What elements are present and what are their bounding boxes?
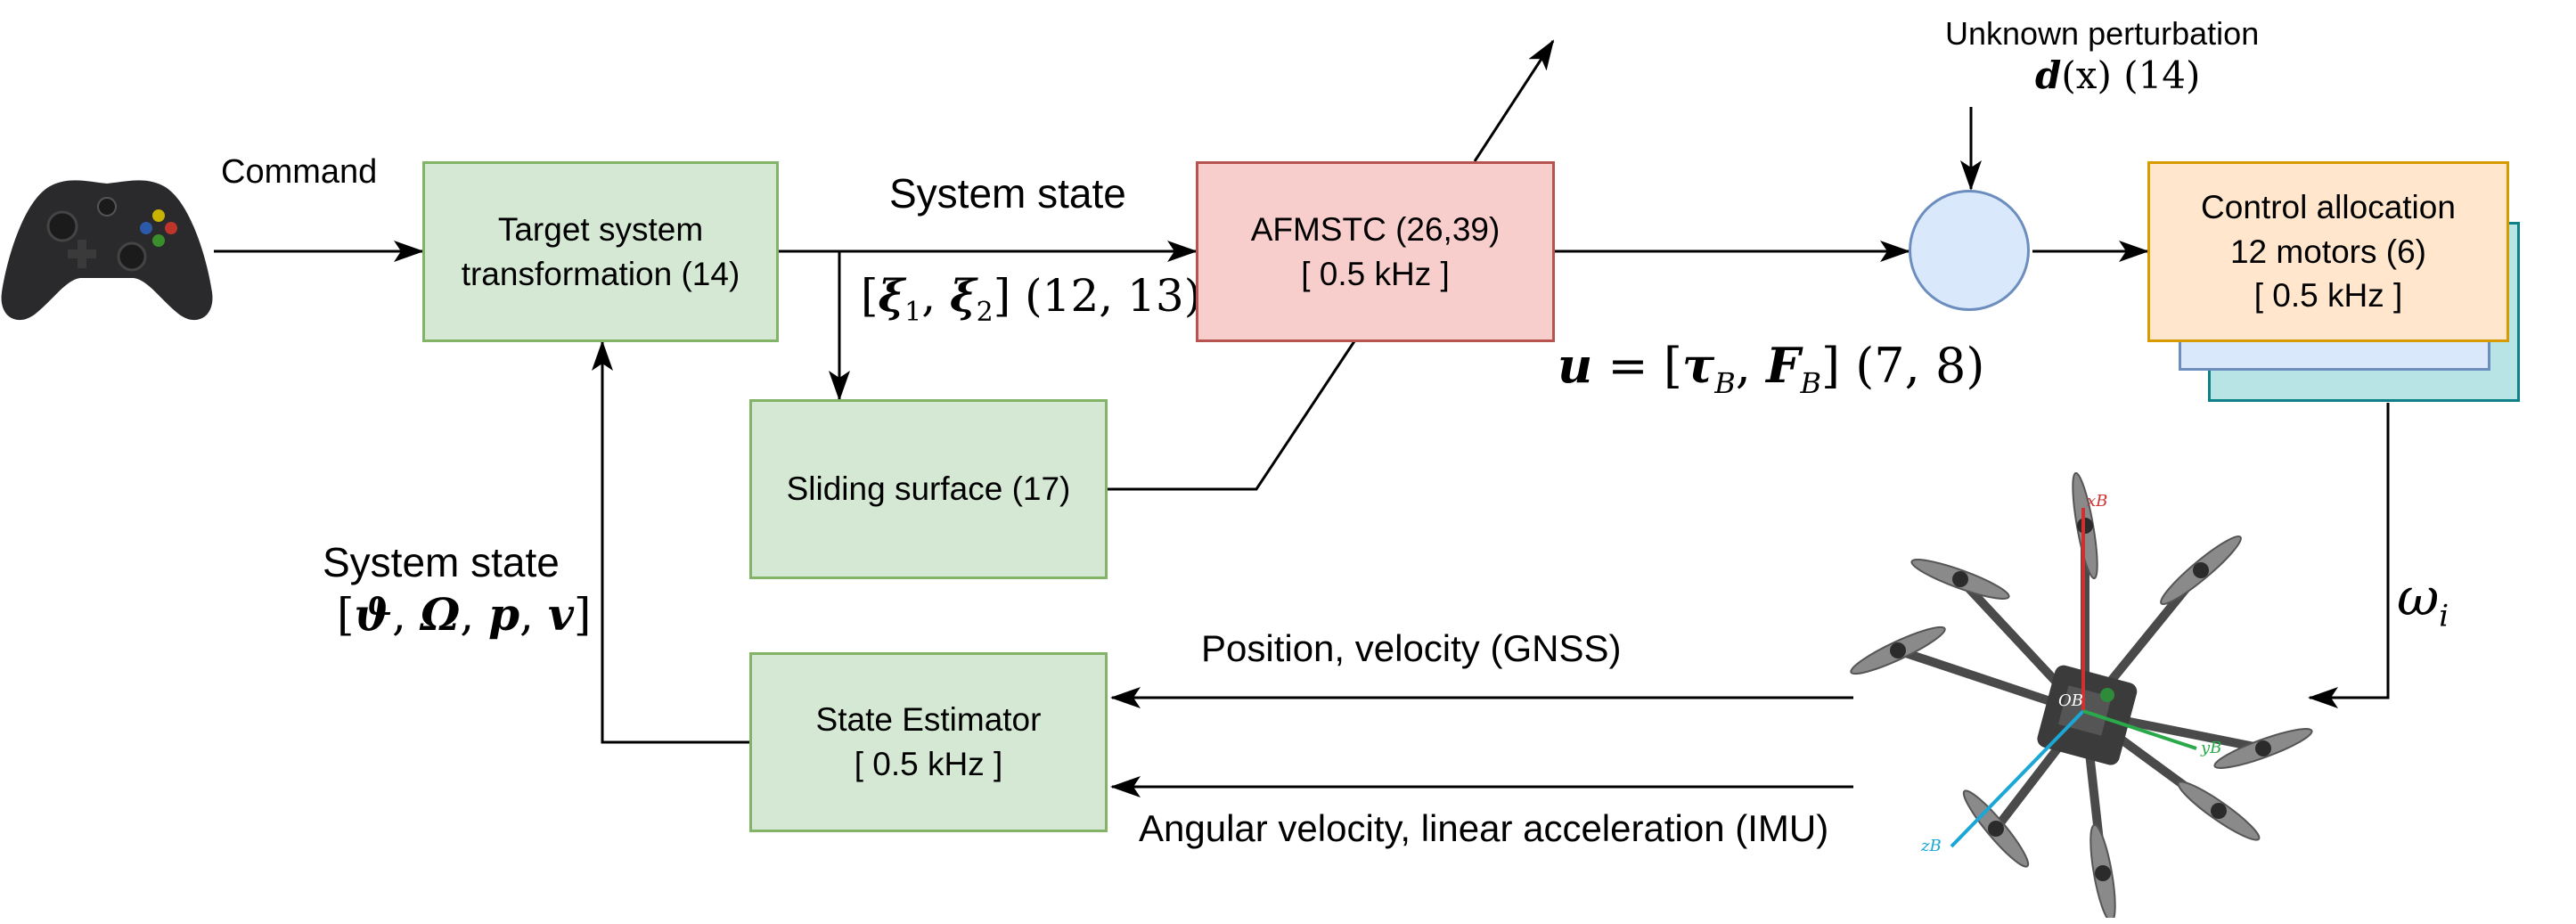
svg-text:OB: OB (2058, 691, 2083, 710)
afmstc-block: AFMSTC (26,39) [ 0.5 kHz ] (1196, 161, 1555, 342)
wire-sliding-to-afmstc (1108, 340, 1356, 491)
control-allocation-block: Control allocation 12 motors (6) [ 0.5 k… (2147, 161, 2509, 342)
gamepad-icon (1, 180, 213, 321)
drone-icon: xB zB yB OB (1850, 472, 2313, 918)
arrow-afmstc-out (1473, 39, 1555, 162)
arrow-motor-speeds (2308, 403, 2390, 708)
command-label: Command (221, 153, 378, 191)
state-vector-math: [ϑ, Ω, p, v] (337, 588, 592, 641)
perturbation-math: d(x) (14) (2035, 53, 2201, 97)
motor-speed-math: ωi (2397, 567, 2449, 634)
imu-label: Angular velocity, linear acceleration (I… (1139, 807, 1829, 849)
svg-text:xB: xB (2087, 492, 2107, 511)
svg-text:yB: yB (2200, 739, 2221, 757)
state-estimator-block: State Estimator [ 0.5 kHz ] (749, 652, 1108, 832)
system-state-feedback-label: System state (323, 539, 560, 585)
state-xi-math: [ξ1, ξ2] (12, 13) (861, 269, 1202, 328)
perturbation-label: Unknown perturbation (1945, 15, 2260, 52)
arrow-state-feedback (592, 340, 749, 744)
gnss-label: Position, velocity (GNSS) (1201, 627, 1622, 669)
summing-junction (1909, 190, 2030, 311)
target-system-block: Target system transformation (14) (422, 161, 779, 342)
system-state-label: System state (889, 170, 1126, 217)
sliding-surface-block: Sliding surface (17) (749, 399, 1108, 579)
control-input-math: u = [τB, FB] (7, 8) (1558, 337, 1985, 400)
svg-text:zB: zB (1920, 837, 1942, 855)
